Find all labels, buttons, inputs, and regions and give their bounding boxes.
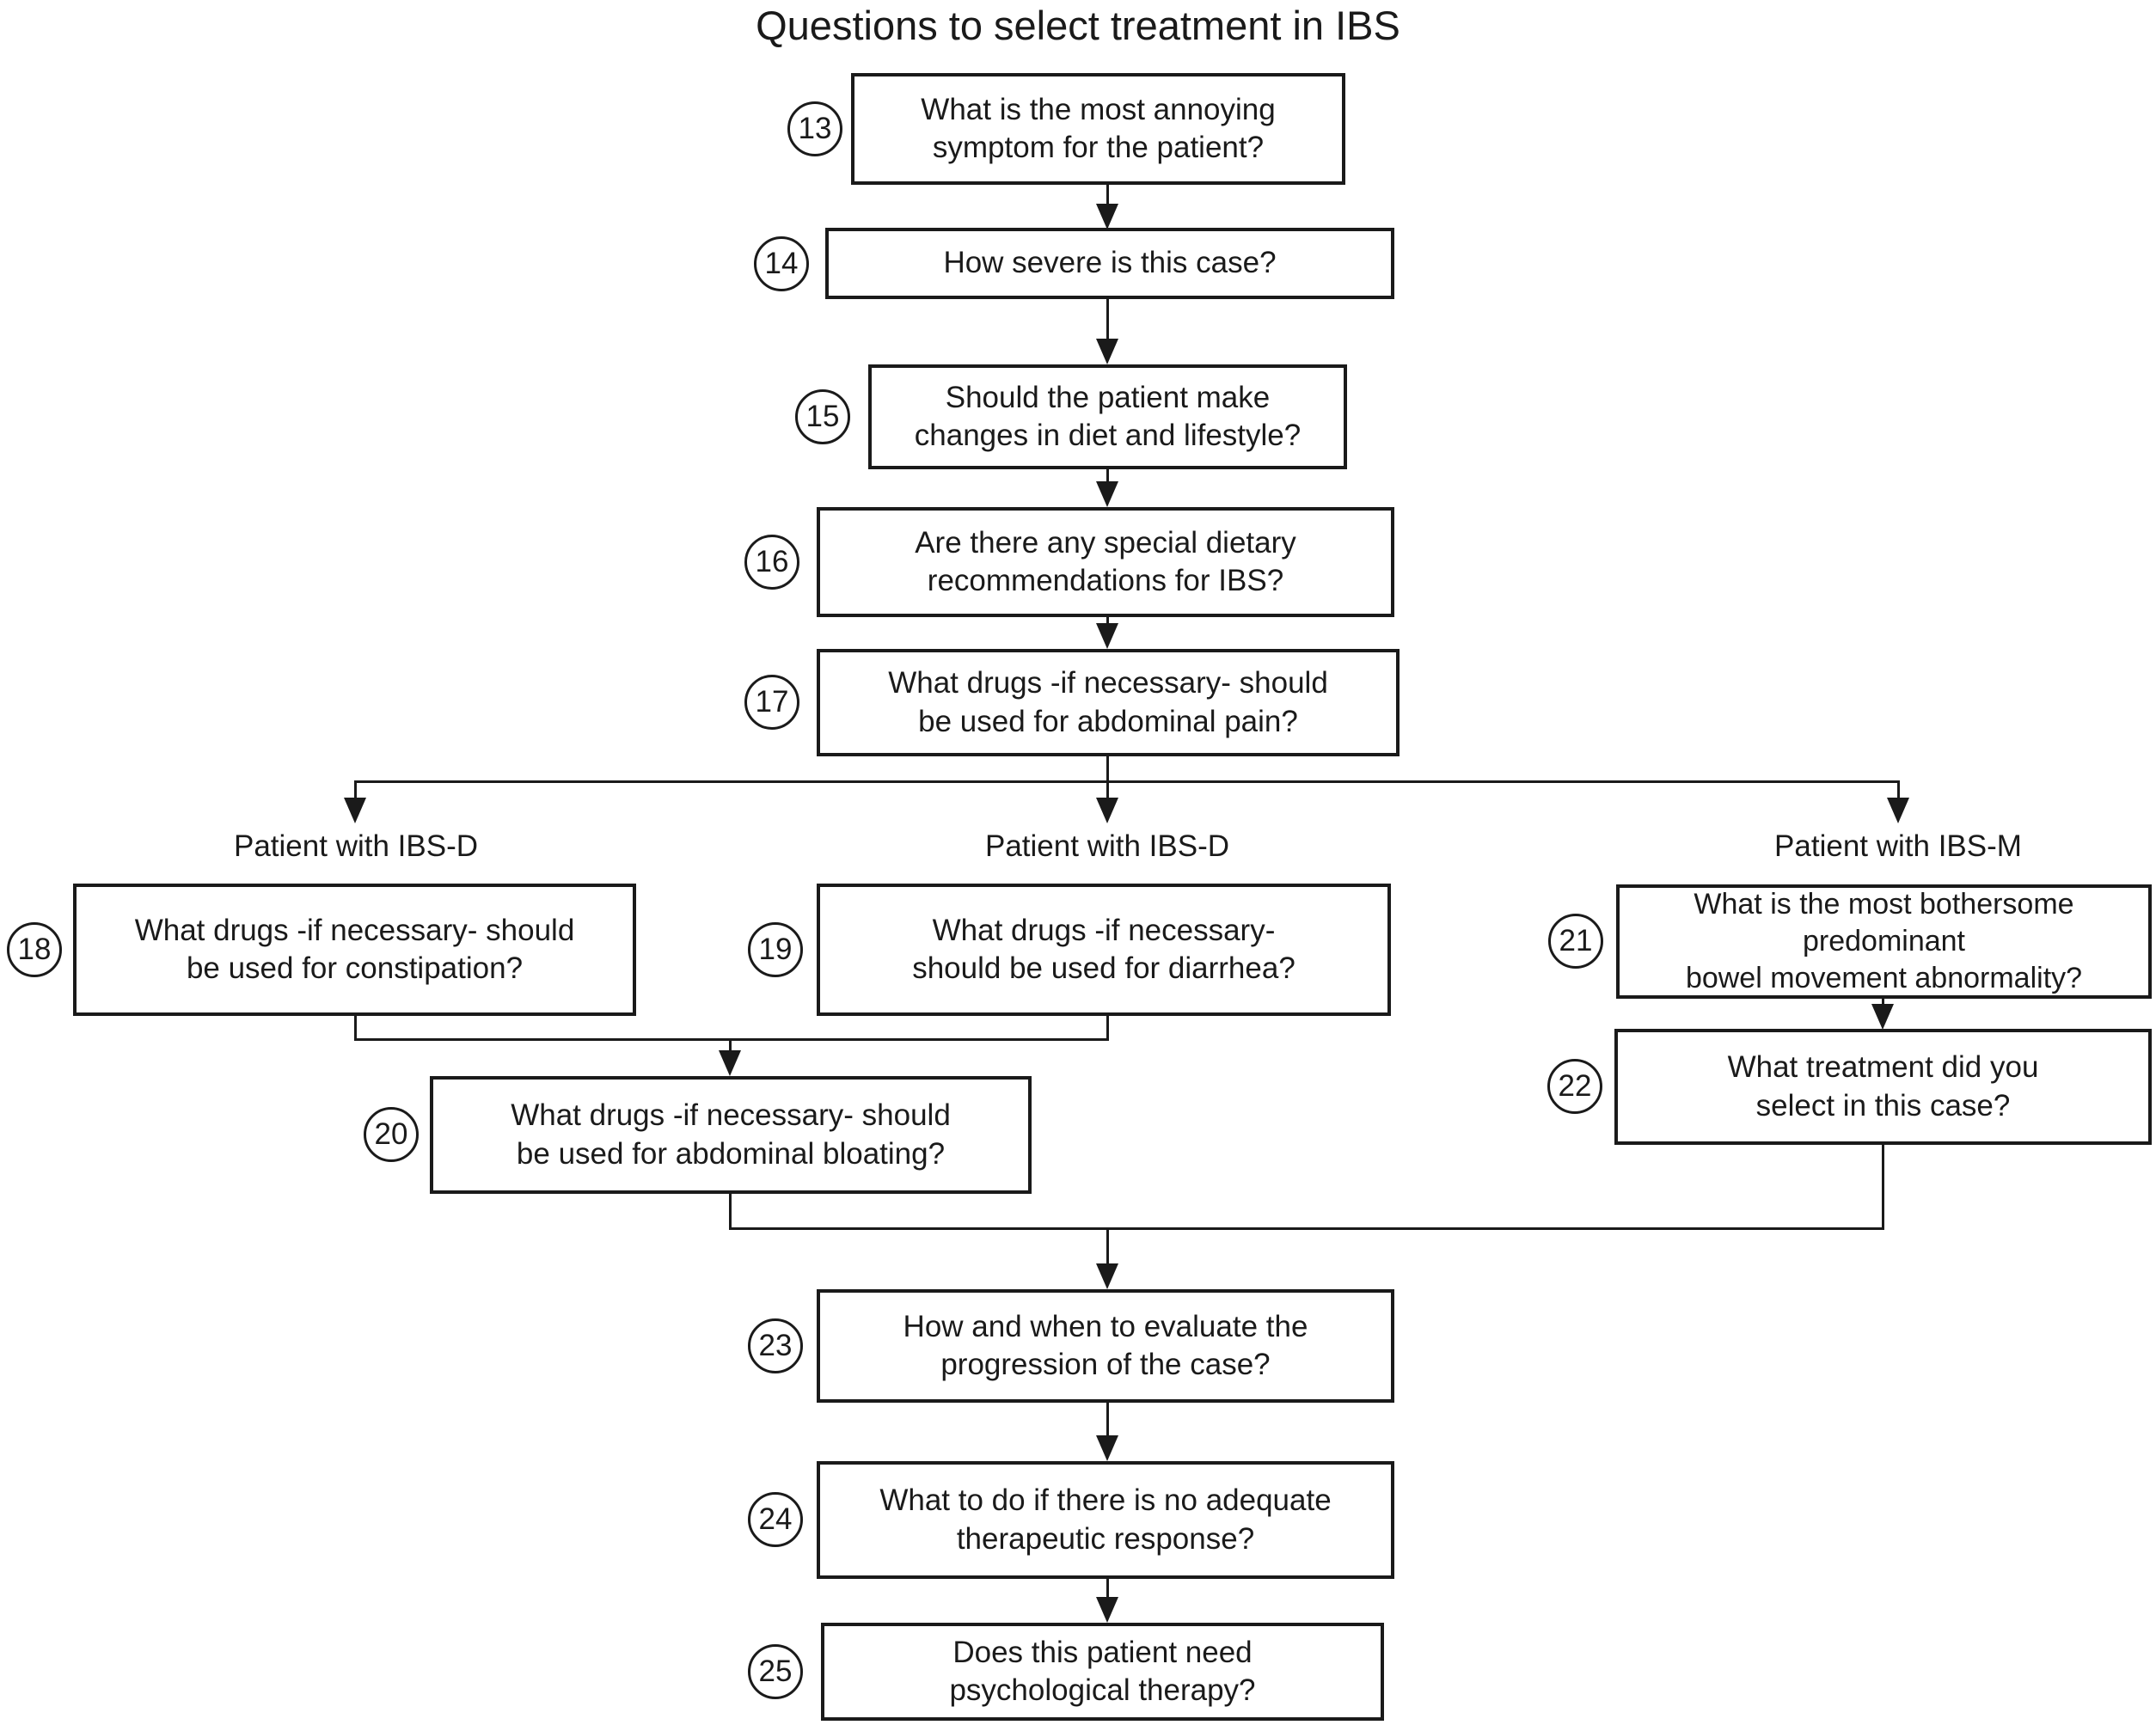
step-number-18: 18: [7, 922, 62, 977]
connector-18-down-line: [354, 1016, 357, 1041]
question-text-21: What is the most bothersome predominant …: [1685, 888, 2083, 994]
question-box-14: How severe is this case?: [825, 228, 1394, 299]
connector-join-20-arrowhead: [719, 1050, 741, 1076]
question-text-15: Should the patient make changes in diet …: [914, 380, 1302, 452]
step-number-20: 20: [364, 1107, 419, 1162]
connector-19-down-line: [1106, 1016, 1109, 1041]
step-number-24: 24: [748, 1492, 803, 1547]
step-number-23: 23: [748, 1318, 803, 1373]
question-box-16: Are there any special dietary recommenda…: [817, 507, 1394, 617]
connector-16-17-arrowhead: [1096, 623, 1118, 649]
question-text-24: What to do if there is no adequate thera…: [879, 1483, 1332, 1556]
connector-20-22-join-line: [729, 1227, 1884, 1230]
connector-23-24-line: [1106, 1403, 1109, 1437]
branch-label-ibs-d-middle: Patient with IBS-D: [985, 829, 1229, 863]
step-number-16: 16: [744, 535, 799, 590]
question-box-18: What drugs -if necessary- should be used…: [73, 884, 636, 1016]
connector-join-23-arrowhead: [1096, 1263, 1118, 1289]
connector-23-24-arrowhead: [1096, 1435, 1118, 1461]
connector-21-22-arrowhead: [1871, 1004, 1894, 1030]
question-box-19: What drugs -if necessary- should be used…: [817, 884, 1391, 1016]
question-box-15: Should the patient make changes in diet …: [868, 364, 1347, 469]
connector-24-25-line: [1106, 1579, 1109, 1599]
connector-21-22-line: [1882, 999, 1884, 1006]
question-text-14: How severe is this case?: [943, 246, 1277, 280]
question-box-23: How and when to evaluate the progression…: [817, 1289, 1394, 1403]
question-text-17: What drugs -if necessary- should be used…: [888, 666, 1328, 738]
connector-20-down-line: [729, 1194, 732, 1230]
question-text-16: Are there any special dietary recommenda…: [915, 525, 1296, 597]
question-text-22: What treatment did you select in this ca…: [1727, 1050, 2039, 1122]
question-box-13: What is the most annoying symptom for th…: [851, 73, 1345, 185]
question-box-21: What is the most bothersome predominant …: [1616, 884, 2152, 999]
question-text-18: What drugs -if necessary- should be used…: [134, 913, 575, 985]
question-text-23: How and when to evaluate the progression…: [903, 1309, 1308, 1381]
connector-24-25-arrowhead: [1096, 1597, 1118, 1623]
split-right-arrowhead: [1887, 798, 1909, 823]
connector-18-19-join-line: [354, 1038, 1109, 1041]
step-number-25: 25: [748, 1644, 803, 1699]
connector-join-23-line: [1106, 1227, 1109, 1265]
step-number-13: 13: [787, 101, 842, 156]
step-number-17: 17: [744, 675, 799, 730]
connector-13-14-arrowhead: [1096, 204, 1118, 229]
connector-14-15-line: [1106, 299, 1109, 340]
branch-label-ibs-d-left: Patient with IBS-D: [234, 829, 478, 863]
connector-22-down-line: [1882, 1145, 1884, 1230]
step-number-19: 19: [748, 922, 803, 977]
question-text-25: Does this patient need psychological the…: [949, 1635, 1256, 1707]
connector-16-17-line: [1106, 617, 1109, 625]
step-number-14: 14: [754, 236, 809, 291]
question-box-22: What treatment did you select in this ca…: [1614, 1029, 2152, 1145]
branch-label-ibs-m-right: Patient with IBS-M: [1774, 829, 2022, 863]
split-left-line: [354, 783, 357, 799]
connector-join-20-line: [729, 1038, 732, 1052]
split-horizontal-line: [354, 780, 1900, 783]
question-box-20: What drugs -if necessary- should be used…: [430, 1076, 1032, 1194]
step-number-15: 15: [795, 389, 850, 444]
question-text-13: What is the most annoying symptom for th…: [921, 92, 1276, 164]
question-box-24: What to do if there is no adequate thera…: [817, 1461, 1394, 1579]
step-number-21: 21: [1548, 914, 1603, 969]
question-text-19: What drugs -if necessary- should be used…: [912, 913, 1295, 985]
step-number-22: 22: [1547, 1059, 1602, 1114]
connector-13-14-line: [1106, 185, 1109, 207]
connector-15-16-arrowhead: [1096, 481, 1118, 507]
split-right-line: [1897, 783, 1900, 799]
connector-14-15-arrowhead: [1096, 339, 1118, 364]
question-text-20: What drugs -if necessary- should be used…: [511, 1098, 951, 1171]
question-box-17: What drugs -if necessary- should be used…: [817, 649, 1400, 756]
split-left-arrowhead: [344, 798, 366, 823]
split-stem-line: [1106, 756, 1109, 783]
split-middle-arrowhead: [1096, 798, 1118, 823]
connector-15-16-line: [1106, 469, 1109, 483]
diagram-title: Questions to select treatment in IBS: [756, 3, 1400, 48]
split-middle-line: [1106, 783, 1109, 799]
question-box-25: Does this patient need psychological the…: [821, 1623, 1384, 1721]
